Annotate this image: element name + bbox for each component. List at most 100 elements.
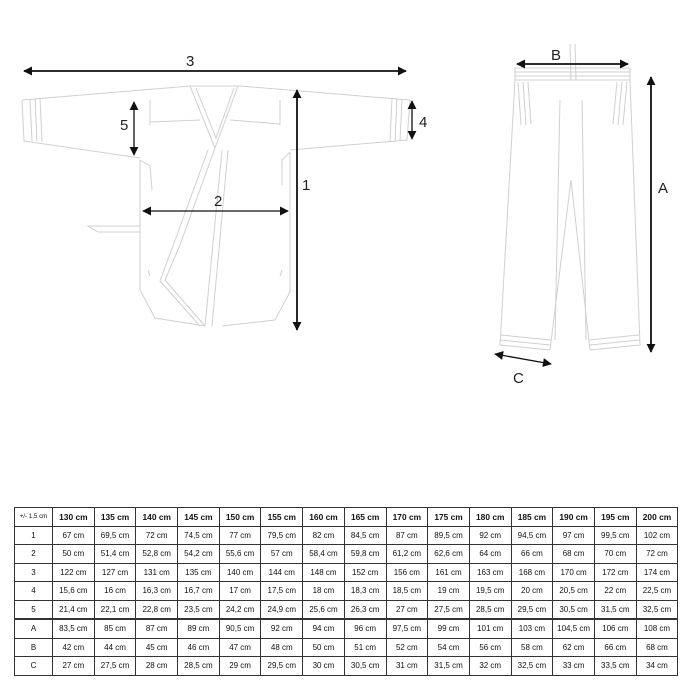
table-cell: 85 cm <box>93 619 137 639</box>
table-cell: 96 cm <box>343 619 387 639</box>
row-label: B <box>14 637 53 657</box>
label-a: A <box>658 180 668 197</box>
table-cell: 103 cm <box>510 619 554 639</box>
row-label: C <box>14 656 53 676</box>
size-header: 165 cm <box>343 507 387 527</box>
table-cell: 161 cm <box>427 562 470 582</box>
table-cell: 52 cm <box>385 637 429 657</box>
table-cell: 27 cm <box>385 599 429 619</box>
table-cell: 25,6 cm <box>302 599 345 619</box>
table-cell: 48 cm <box>260 637 304 657</box>
table-cell: 68 cm <box>635 637 679 657</box>
table-cell: 56 cm <box>468 637 512 657</box>
table-cell: 44 cm <box>93 637 137 657</box>
table-cell: 22,5 cm <box>635 581 679 601</box>
table-cell: 79,5 cm <box>260 525 304 545</box>
table-cell: 30,5 cm <box>552 599 595 619</box>
size-header: 150 cm <box>218 507 262 527</box>
table-cell: 102 cm <box>635 525 679 545</box>
table-cell: 32 cm <box>468 656 512 676</box>
table-cell: 62 cm <box>552 637 595 657</box>
table-cell: 70 cm <box>593 544 637 564</box>
label-3: 3 <box>186 53 194 70</box>
table-cell: 34 cm <box>635 656 679 676</box>
table-cell: 87 cm <box>385 525 429 545</box>
label-5: 5 <box>120 117 128 134</box>
table-cell: 23,5 cm <box>177 599 220 619</box>
table-cell: 69,5 cm <box>93 525 137 545</box>
table-cell: 22 cm <box>593 581 637 601</box>
jacket-dimensions <box>23 66 417 331</box>
table-cell: 90,5 cm <box>218 619 262 639</box>
table-cell: 77 cm <box>218 525 262 545</box>
table-cell: 19 cm <box>427 581 470 601</box>
table-cell: 18,3 cm <box>343 581 387 601</box>
table-cell: 18 cm <box>302 581 345 601</box>
size-header: 140 cm <box>135 507 179 527</box>
label-c: C <box>513 370 524 387</box>
table-cell: 51,4 cm <box>93 544 137 564</box>
table-cell: 61,2 cm <box>385 544 429 564</box>
table-cell: 68 cm <box>552 544 595 564</box>
table-cell: 45 cm <box>135 637 179 657</box>
table-cell: 62,6 cm <box>427 544 470 564</box>
size-header: 180 cm <box>468 507 512 527</box>
table-cell: 148 cm <box>302 562 345 582</box>
table-cell: 99,5 cm <box>593 525 637 545</box>
table-cell: 97 cm <box>552 525 595 545</box>
table-cell: 94,5 cm <box>510 525 554 545</box>
table-cell: 20 cm <box>510 581 554 601</box>
table-cell: 55,6 cm <box>218 544 262 564</box>
table-cell: 17,5 cm <box>260 581 304 601</box>
table-cell: 15,6 cm <box>52 581 95 601</box>
table-cell: 87 cm <box>135 619 179 639</box>
label-4: 4 <box>419 114 427 131</box>
table-cell: 31,5 cm <box>593 599 637 619</box>
table-cell: 156 cm <box>385 562 429 582</box>
table-cell: 47 cm <box>218 637 262 657</box>
table-cell: 122 cm <box>52 562 95 582</box>
table-cell: 26,3 cm <box>343 599 387 619</box>
table-cell: 31,5 cm <box>427 656 470 676</box>
label-1: 1 <box>302 177 310 194</box>
table-cell: 18,5 cm <box>385 581 429 601</box>
table-cell: 127 cm <box>93 562 137 582</box>
table-cell: 28,5 cm <box>468 599 512 619</box>
table-cell: 72 cm <box>135 525 179 545</box>
table-cell: 140 cm <box>218 562 262 582</box>
table-cell: 58 cm <box>510 637 554 657</box>
table-cell: 101 cm <box>468 619 512 639</box>
table-cell: 46 cm <box>177 637 220 657</box>
table-cell: 152 cm <box>343 562 387 582</box>
table-cell: 32,5 cm <box>510 656 554 676</box>
row-label: 4 <box>14 581 53 601</box>
table-cell: 50 cm <box>302 637 345 657</box>
table-cell: 29,5 cm <box>260 656 304 676</box>
table-cell: 22,8 cm <box>135 599 179 619</box>
table-cell: 42 cm <box>52 637 95 657</box>
size-diagram: 3 1 2 4 5 B A C <box>21 43 668 387</box>
row-label: A <box>14 619 53 639</box>
table-cell: 22,1 cm <box>93 599 137 619</box>
size-header: 160 cm <box>302 507 345 527</box>
table-cell: 29 cm <box>218 656 262 676</box>
table-cell: 66 cm <box>593 637 637 657</box>
table-cell: 84,5 cm <box>343 525 387 545</box>
table-cell: 108 cm <box>635 619 679 639</box>
table-cell: 104,5 cm <box>552 619 595 639</box>
table-cell: 170 cm <box>552 562 595 582</box>
table-cell: 94 cm <box>302 619 345 639</box>
size-header: 190 cm <box>552 507 595 527</box>
label-2: 2 <box>214 193 222 210</box>
table-cell: 16,7 cm <box>177 581 220 601</box>
table-cell: 52,8 cm <box>135 544 179 564</box>
table-cell: 92 cm <box>260 619 304 639</box>
table-cell: 57 cm <box>260 544 304 564</box>
table-cell: 135 cm <box>177 562 220 582</box>
table-cell: 32,5 cm <box>635 599 679 619</box>
table-cell: 29,5 cm <box>510 599 554 619</box>
